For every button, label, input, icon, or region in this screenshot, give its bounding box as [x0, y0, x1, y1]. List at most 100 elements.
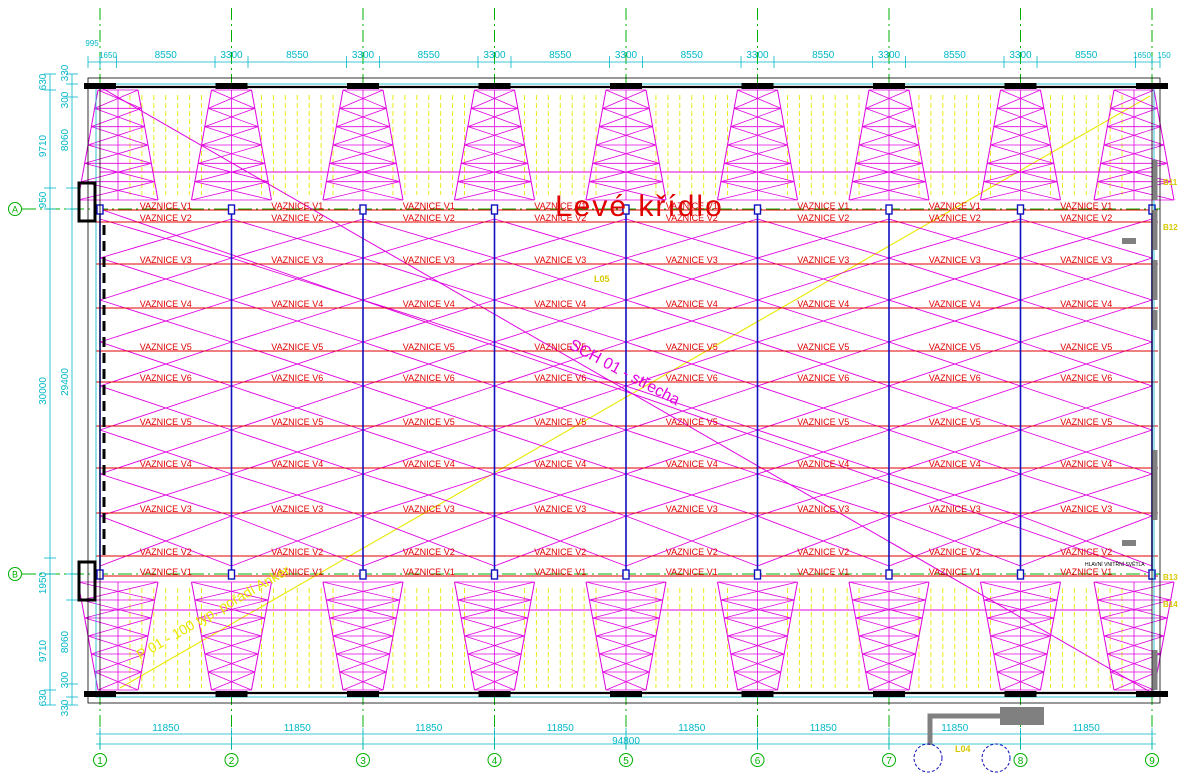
tower-diagonal — [332, 635, 390, 655]
purlin-label: VAZNICE V1 — [271, 201, 323, 211]
dim-top-value: 8550 — [681, 50, 704, 61]
brace-diagonal — [757, 299, 890, 343]
right-label-b13: B13 — [1163, 573, 1178, 582]
tower-diagonal — [336, 107, 387, 128]
tower-diagonal — [1107, 635, 1165, 655]
tower-diagonal — [1100, 162, 1171, 183]
equipment-layer — [913, 160, 1158, 773]
tower-diagonal — [599, 653, 650, 673]
tower-diagonal — [602, 671, 647, 691]
tower-diagonal — [730, 653, 781, 673]
tower-diagonal — [81, 599, 152, 619]
brace-diagonal — [494, 257, 627, 301]
brace-diagonal — [1020, 341, 1153, 387]
dim-top-value: 1650 — [99, 51, 117, 60]
tower-diagonal — [730, 635, 788, 655]
tower-diagonal — [467, 635, 525, 655]
tower-diagonal — [198, 162, 269, 183]
grid-bubble-col — [750, 753, 765, 767]
column-head-bottom — [1136, 691, 1168, 697]
tower-diagonal — [454, 181, 532, 201]
tower-diagonal — [852, 581, 930, 601]
purlin-label: VAZNICE V2 — [797, 547, 849, 557]
tower-diagonal — [1097, 181, 1175, 201]
tower-diagonal — [97, 671, 142, 691]
tower-diagonal — [471, 107, 522, 128]
purlin-label: VAZNICE V2 — [1060, 547, 1112, 557]
column-head-bottom — [741, 691, 774, 697]
tower-diagonal — [855, 599, 926, 619]
purlin-label: VAZNICE V1 — [534, 201, 586, 211]
tower-diagonal — [201, 617, 265, 637]
tower-diagonal — [592, 617, 657, 637]
purlin-label: VAZNICE V5 — [666, 417, 718, 427]
brace-diagonal — [362, 429, 495, 475]
tower-diagonal — [717, 581, 795, 601]
pipe-route — [927, 713, 1000, 745]
purlin-label: VAZNICE V2 — [140, 213, 192, 223]
column-node — [490, 569, 499, 580]
purlin-label: VAZNICE V2 — [929, 547, 981, 557]
outer-wall-line — [87, 77, 1161, 704]
tower-diagonal — [983, 181, 1061, 201]
column-head-top — [84, 83, 116, 89]
tower-diagonal — [605, 671, 650, 691]
brace-diagonal — [625, 218, 758, 259]
purlin-label: VAZNICE V3 — [929, 504, 981, 514]
column-node — [359, 204, 367, 215]
brace-diagonal — [231, 515, 364, 567]
column-node — [359, 569, 367, 580]
tower-diagonal — [720, 599, 791, 619]
tower-diagonal — [858, 144, 923, 164]
column-node — [885, 204, 893, 215]
grid-bubble-col — [224, 753, 239, 767]
tower-diagonal — [987, 617, 1051, 637]
column-head-bottom — [873, 691, 905, 697]
brace-diagonal — [888, 515, 1021, 567]
grid-bubble-label: 7 — [886, 756, 892, 767]
tower-diagonal — [868, 89, 913, 109]
purlin-label: VAZNICE V5 — [403, 342, 455, 352]
purlin-label: VAZNICE V3 — [534, 255, 586, 265]
purlin-label: VAZNICE V2 — [666, 547, 718, 557]
tower-diagonal — [457, 181, 535, 201]
purlin-label: VAZNICE V3 — [666, 504, 718, 514]
purlin-label: VAZNICE V2 — [271, 213, 323, 223]
brace-diagonal — [362, 385, 495, 431]
purlin-label: VAZNICE V3 — [140, 255, 192, 265]
tower-diagonal — [730, 126, 788, 146]
right-label-b11: B11 — [1163, 178, 1178, 187]
tower-diagonal — [865, 107, 916, 128]
tower-diagonal — [329, 617, 394, 637]
brace-diagonal — [888, 473, 1021, 517]
tower-diagonal — [858, 617, 923, 637]
purlin-label: VAZNICE V2 — [140, 547, 192, 557]
column-node — [1016, 569, 1025, 580]
tower-diagonal — [204, 107, 255, 128]
tower-diagonal — [852, 599, 923, 619]
purlin-label: VAZNICE V4 — [403, 459, 455, 469]
brace-diagonal — [494, 385, 627, 431]
note-l05: L05 — [594, 274, 610, 284]
purlin-label: VAZNICE V4 — [929, 299, 981, 309]
tower-diagonal — [865, 653, 916, 673]
tower-diagonal — [211, 89, 255, 109]
tower-diagonal — [987, 599, 1058, 619]
tower-diagonal — [198, 599, 269, 619]
brace-diagonal — [625, 429, 758, 475]
grid-bubble-label: 3 — [360, 756, 366, 767]
tower-diagonal — [585, 581, 663, 601]
purlin-label: VAZNICE V3 — [797, 504, 849, 514]
tower-diagonal — [84, 617, 149, 637]
tower-diagonal — [194, 581, 272, 601]
tower-diagonal — [993, 635, 1051, 655]
dim-bottom-value: 11850 — [152, 723, 180, 734]
purlin-label: VAZNICE V4 — [534, 299, 586, 309]
purlin-label: VAZNICE V6 — [271, 373, 323, 383]
tower-diagonal — [201, 635, 259, 655]
brace-diagonal — [1020, 257, 1153, 301]
dim-top-value: 150 — [1157, 51, 1171, 60]
tower-diagonal — [1093, 181, 1171, 201]
purlin-label: VAZNICE V4 — [1060, 299, 1112, 309]
purlin-label: VAZNICE V5 — [534, 342, 586, 352]
